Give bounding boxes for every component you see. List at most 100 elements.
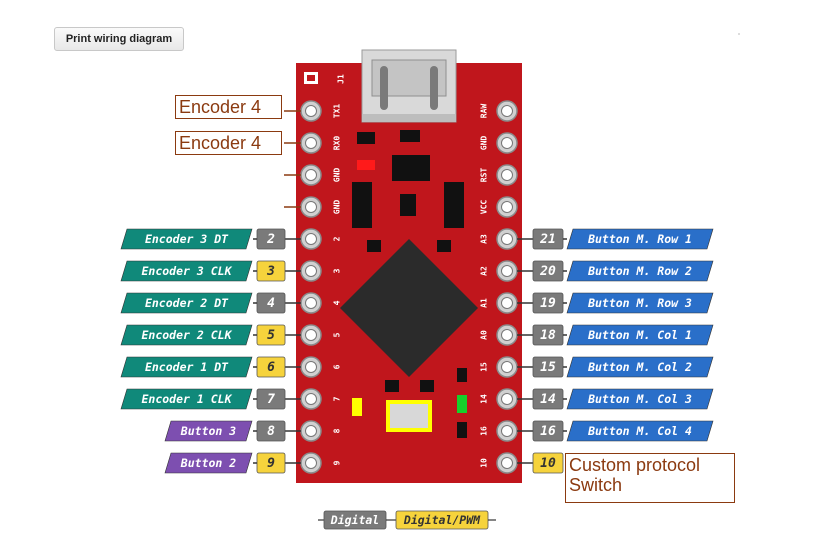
svg-text:10: 10	[540, 456, 556, 471]
annotation-rx0: Encoder 4	[175, 131, 282, 155]
right-pin-hole	[496, 228, 518, 250]
left-pin-hole	[300, 324, 322, 346]
decorative-dot	[738, 33, 740, 35]
svg-text:9: 9	[267, 456, 275, 471]
right-pin-function-tag: Button M. Col 1	[566, 324, 714, 346]
j1-silk-label: J1	[337, 74, 346, 84]
svg-text:Encoder 2 DT: Encoder 2 DT	[145, 296, 229, 310]
legend-digital: Digital	[318, 510, 387, 530]
left-pin-function-tag: Encoder 1 CLK	[120, 388, 253, 410]
left-pin-function-tag: Encoder 2 CLK	[120, 324, 253, 346]
left-pin-number: 5	[256, 324, 286, 346]
smd-component	[400, 130, 420, 142]
left-pin-silk-label: 3	[333, 268, 342, 273]
svg-text:Button M. Col 1: Button M. Col 1	[587, 328, 692, 342]
right-pin-silk-label: 10	[480, 458, 489, 468]
right-pin-number: 20	[532, 260, 564, 282]
voltage-regulator	[392, 155, 430, 181]
right-pin-hole	[496, 452, 518, 474]
left-pin-hole	[300, 292, 322, 314]
left-pin-hole	[300, 164, 322, 186]
svg-text:Button 2: Button 2	[180, 456, 236, 470]
left-pin-hole	[300, 228, 322, 250]
svg-text:Encoder 3 CLK: Encoder 3 CLK	[141, 264, 232, 278]
left-pin-number: 7	[256, 388, 286, 410]
legend: Digital Digital/PWM	[318, 510, 496, 530]
svg-text:16: 16	[540, 424, 556, 439]
right-pin-hole	[496, 388, 518, 410]
right-pin-silk-label: 16	[480, 426, 489, 436]
smd-capacitor	[444, 182, 464, 228]
left-pin-number: 8	[256, 420, 286, 442]
svg-text:7: 7	[267, 392, 275, 407]
left-pin-number: 9	[256, 452, 286, 474]
left-pin-hole	[300, 388, 322, 410]
right-pin-number: 16	[532, 420, 564, 442]
right-pin-number: 15	[532, 356, 564, 378]
left-pin-hole	[300, 100, 322, 122]
right-pin-hole	[496, 196, 518, 218]
svg-text:2: 2	[266, 232, 275, 247]
svg-text:Encoder 1 DT: Encoder 1 DT	[145, 360, 229, 374]
annotation-tx1-text: Encoder 4	[179, 97, 262, 117]
left-pin-silk-label: RX0	[333, 136, 342, 151]
left-pin-silk-label: 5	[333, 332, 342, 337]
right-pin-hole	[496, 164, 518, 186]
left-pin-silk-label: 2	[333, 236, 342, 241]
smd-component	[400, 194, 416, 216]
annotation-tx1: Encoder 4	[175, 95, 282, 119]
right-pin-silk-label: GND	[480, 136, 489, 151]
svg-text:Button M. Row 1: Button M. Row 1	[587, 232, 692, 246]
left-pin-function-tag: Button 2	[164, 452, 253, 474]
right-pin-number: 10	[532, 452, 564, 474]
left-pin-function-tag: Encoder 3 CLK	[120, 260, 253, 282]
print-wiring-diagram-button[interactable]: Print wiring diagram	[54, 27, 184, 51]
left-pin-silk-label: 4	[333, 300, 342, 305]
left-pin-silk-label: 6	[333, 364, 342, 369]
rx-led	[457, 395, 467, 413]
right-pin-silk-label: 15	[480, 362, 489, 372]
legend-pwm-label: Digital/PWM	[403, 513, 481, 527]
left-pin-silk-label: 7	[333, 396, 342, 401]
left-pin-hole	[300, 196, 322, 218]
smd-capacitor	[352, 182, 372, 228]
left-pin-hole	[300, 452, 322, 474]
right-pin-silk-label: A1	[480, 298, 489, 308]
svg-text:Button 3: Button 3	[180, 424, 236, 438]
left-pin-hole	[300, 132, 322, 154]
left-pin-function-tag: Encoder 2 DT	[120, 292, 253, 314]
right-pin-silk-label: A3	[480, 234, 489, 244]
usb-connector	[361, 49, 457, 123]
right-pin-hole	[496, 132, 518, 154]
left-pin-number: 2	[256, 228, 286, 250]
svg-text:18: 18	[540, 328, 556, 343]
svg-text:19: 19	[540, 296, 556, 311]
left-pin-function-tag: Encoder 1 DT	[120, 356, 253, 378]
svg-text:8: 8	[267, 424, 275, 439]
svg-text:Button M. Row 2: Button M. Row 2	[587, 264, 692, 278]
right-pin-silk-label: RAW	[480, 104, 489, 119]
svg-text:Encoder 2 CLK: Encoder 2 CLK	[141, 328, 232, 342]
svg-text:6: 6	[267, 360, 275, 375]
left-pin-silk-label: 9	[333, 460, 342, 465]
left-pin-number: 3	[256, 260, 286, 282]
svg-text:21: 21	[539, 232, 556, 247]
left-pin-silk-label: GND	[333, 200, 342, 215]
annotation-pin10-line1: Custom protocol	[569, 455, 701, 475]
svg-text:20: 20	[539, 264, 556, 279]
power-led	[357, 160, 375, 170]
pro-micro-board	[296, 49, 522, 483]
left-pin-number: 6	[256, 356, 286, 378]
right-pin-function-tag: Button M. Row 2	[566, 260, 714, 282]
svg-text:14: 14	[540, 392, 556, 407]
annotation-rx0-text: Encoder 4	[179, 133, 262, 153]
right-pin-number: 18	[532, 324, 564, 346]
svg-text:Button M. Col 2: Button M. Col 2	[587, 360, 692, 374]
annotation-pin10: Custom protocol Switch	[565, 453, 735, 503]
right-pin-silk-label: A2	[480, 266, 489, 276]
svg-text:Button M. Col 4: Button M. Col 4	[587, 424, 692, 438]
left-pin-hole	[300, 356, 322, 378]
left-pin-number: 4	[256, 292, 286, 314]
